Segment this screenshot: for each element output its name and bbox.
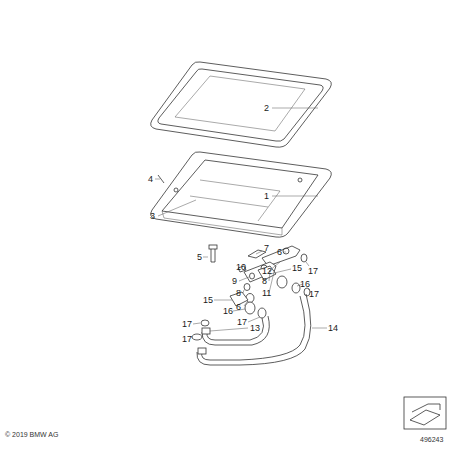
callout-number: 9 bbox=[232, 276, 237, 286]
callout-number: 6 bbox=[277, 247, 282, 257]
callout-number: 12 bbox=[262, 266, 272, 276]
oil-pan bbox=[151, 152, 332, 237]
view-icon bbox=[404, 397, 446, 429]
callout-number: 13 bbox=[250, 323, 260, 333]
callout-number: 14 bbox=[328, 323, 338, 333]
callout-number: 7 bbox=[264, 243, 269, 253]
callout-number: 5 bbox=[197, 252, 202, 262]
footer-text: © 2019 BMW AG bbox=[5, 431, 58, 439]
callout-number: 17 bbox=[182, 319, 192, 329]
callout-number: 3 bbox=[150, 211, 155, 221]
callout-number: 6 bbox=[236, 302, 241, 312]
callout-number: 8 bbox=[262, 276, 267, 286]
callout-number: 16 bbox=[300, 279, 310, 289]
footer-text: 496243 bbox=[420, 436, 443, 444]
callout-number: 11 bbox=[262, 288, 271, 298]
callout-number: 16 bbox=[223, 306, 233, 316]
callout-number: 4 bbox=[148, 174, 153, 184]
callout-number: 17 bbox=[308, 266, 318, 276]
callout-number: 10 bbox=[236, 262, 246, 272]
callout-number: 15 bbox=[292, 263, 302, 273]
callout-number: 8 bbox=[236, 288, 241, 298]
callout-number: 15 bbox=[203, 295, 213, 305]
callout-number: 2 bbox=[264, 103, 269, 113]
callout-number: 17 bbox=[309, 289, 319, 299]
flange-fittings bbox=[238, 246, 307, 303]
oil-pipes bbox=[197, 294, 311, 365]
leader-lines bbox=[155, 108, 327, 339]
callout-number: 17 bbox=[182, 334, 192, 344]
pipe-unions bbox=[192, 266, 310, 340]
gasket bbox=[151, 62, 332, 147]
callout-number: 1 bbox=[264, 191, 269, 201]
callout-number: 17 bbox=[237, 317, 247, 327]
